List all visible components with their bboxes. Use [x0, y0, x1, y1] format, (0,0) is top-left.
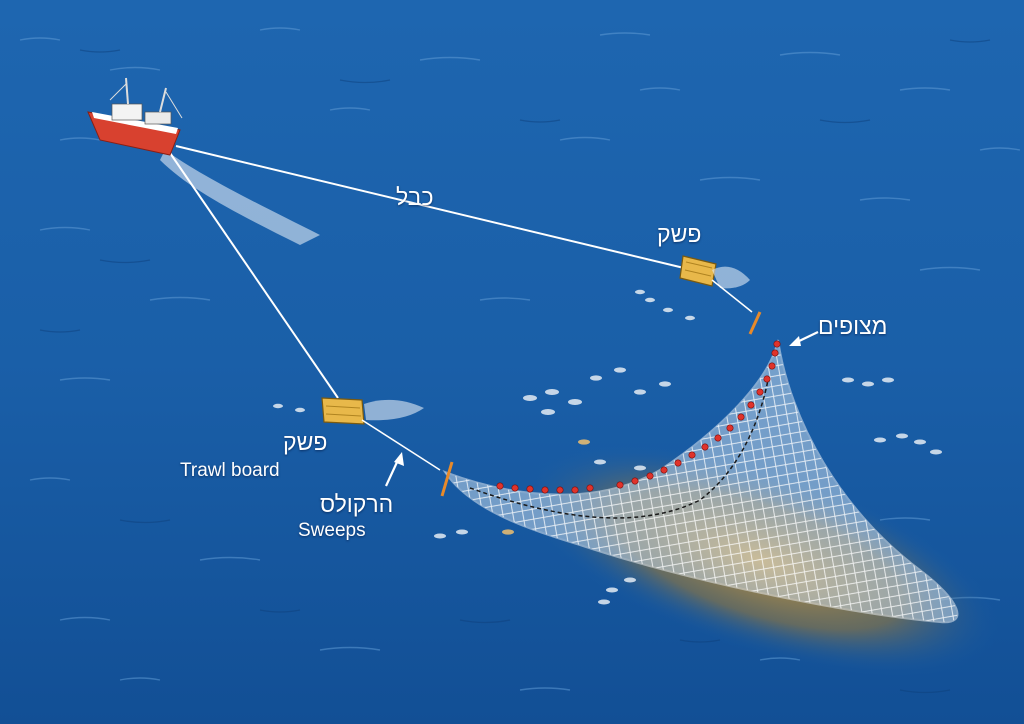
waves [19, 27, 1021, 691]
cable-left [167, 149, 339, 399]
trawl-board-left [321, 397, 424, 425]
label-trawl-board-right: פשק [657, 221, 702, 247]
arrow-sweeps [385, 452, 404, 487]
wing-post-right [748, 311, 762, 335]
label-cable: כבל [396, 184, 434, 210]
label-trawl-board-left-en: Trawl board [180, 460, 280, 481]
fishing-boat [87, 77, 183, 156]
trawl-board-right [679, 255, 750, 289]
cable-right [175, 145, 685, 269]
trawl-net [442, 339, 959, 624]
label-sweeps: הרקולס [320, 491, 394, 517]
fish-school [273, 289, 942, 605]
arrow-floats [789, 331, 819, 346]
label-trawl-board-left: פשק [283, 429, 328, 455]
sweep-left [361, 419, 441, 471]
wing-post-left [440, 461, 454, 497]
floats [496, 340, 781, 494]
boat-wake [160, 150, 320, 245]
sweep-right [711, 279, 753, 313]
waves-dark [39, 39, 991, 694]
label-floats: מצופים [818, 313, 888, 339]
label-sweeps-en: Sweeps [298, 520, 366, 541]
